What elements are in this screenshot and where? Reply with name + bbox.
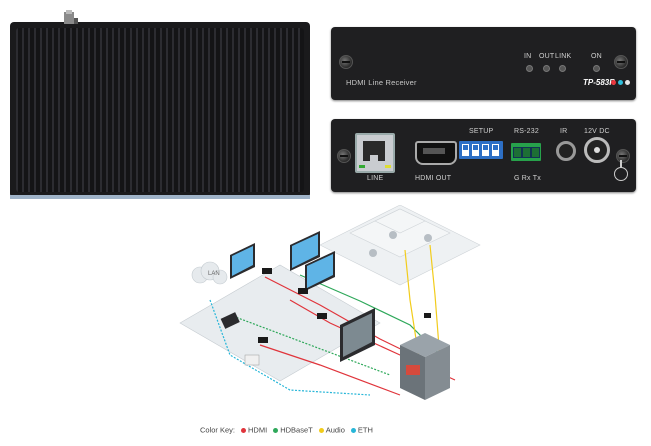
rj45-led-left — [359, 165, 365, 168]
ir-label: IR — [560, 128, 568, 135]
product-name: HDMI Line Receiver — [346, 78, 417, 87]
rs232-pin-labels: G Rx Tx — [514, 175, 541, 182]
unit-top-view — [10, 10, 310, 200]
application-diagram: LAN — [170, 204, 510, 415]
key-label-eth: ETH — [357, 425, 373, 435]
key-label-audio: Audio — [325, 425, 345, 435]
rear-panel: LINE HDMI OUT SETUP RS-232 G Rx Tx IR 12… — [331, 119, 636, 192]
ir-port[interactable] — [556, 141, 576, 161]
unit-top-illustration — [10, 10, 310, 199]
key-dot-hdmi — [241, 427, 247, 433]
screw-icon — [337, 149, 351, 163]
led-out — [543, 65, 550, 72]
lan-label: LAN — [208, 271, 220, 277]
key-dot-eth — [350, 427, 356, 433]
rs232-label: RS-232 — [514, 128, 539, 135]
rj45-led-right — [385, 165, 391, 168]
screw-icon — [614, 55, 628, 69]
ground-icon — [614, 160, 628, 181]
key-label-hdmi: HDMI — [248, 425, 268, 435]
dip-switch-2[interactable] — [472, 144, 479, 156]
rj45-socket — [363, 141, 385, 161]
hdmi-out-port[interactable] — [415, 141, 457, 165]
led-in — [526, 65, 533, 72]
rs232-terminal-block[interactable] — [511, 143, 541, 161]
model-dot-blue — [618, 80, 623, 85]
model-dot-red — [611, 80, 616, 85]
led-label-out: OUT — [539, 53, 555, 60]
front-panel: IN OUT LINK ON HDMI Line Receiver TP-583… — [331, 27, 636, 100]
setup-label: SETUP — [469, 128, 494, 135]
setup-dip-switch[interactable] — [459, 141, 503, 159]
rj45-port[interactable] — [355, 133, 395, 173]
led-label-in: IN — [524, 53, 532, 60]
screw-icon — [616, 149, 630, 163]
diagram-illustration — [179, 204, 481, 400]
dip-switch-3[interactable] — [482, 144, 489, 156]
led-on — [593, 65, 600, 72]
model-dot-white — [625, 80, 630, 85]
rs232-pin — [513, 147, 522, 158]
led-label-on: ON — [591, 53, 602, 60]
dc-label: 12V DC — [584, 128, 610, 135]
line-label: LINE — [367, 175, 384, 182]
screw-icon — [339, 55, 353, 69]
model-label: TP-583R — [583, 78, 616, 87]
color-key: Color Key: HDMI HDBaseT Audio ETH — [200, 425, 460, 437]
key-label-hdbaset: HDBaseT — [280, 425, 313, 435]
led-label-link: LINK — [555, 53, 572, 60]
rs232-pin — [522, 147, 531, 158]
led-link — [559, 65, 566, 72]
dip-switch-4[interactable] — [492, 144, 499, 156]
hdmi-out-label: HDMI OUT — [415, 175, 452, 182]
rs232-pin — [531, 147, 540, 158]
dip-switch-1[interactable] — [462, 144, 469, 156]
key-dot-audio — [318, 427, 324, 433]
color-key-title: Color Key: — [200, 425, 236, 435]
dc-power-port[interactable] — [584, 137, 610, 163]
key-dot-hdbaset — [273, 427, 279, 433]
